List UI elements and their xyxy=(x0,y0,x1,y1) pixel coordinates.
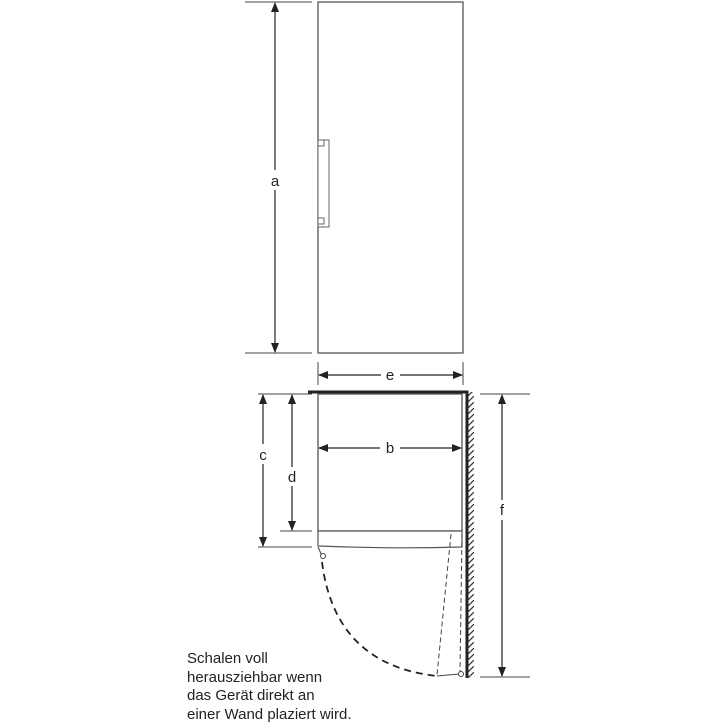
hinge-right xyxy=(459,672,464,677)
dimension-d: d xyxy=(280,395,312,531)
label-c: c xyxy=(259,447,267,464)
label-a: a xyxy=(271,173,280,190)
top-view: c d b f xyxy=(258,392,530,678)
dimension-f: f xyxy=(480,394,530,677)
note-line: einer Wand plaziert wird. xyxy=(187,706,352,724)
front-view: a e xyxy=(245,2,463,385)
label-b: b xyxy=(386,440,394,457)
note-line: das Gerät direkt an xyxy=(187,687,352,706)
hinge-left xyxy=(321,554,326,559)
open-door-outline xyxy=(437,534,451,675)
dimension-a: a xyxy=(245,2,312,353)
note-line: herausziehbar wenn xyxy=(187,669,352,688)
door-handle xyxy=(318,140,329,227)
appliance-body-top xyxy=(318,394,462,531)
door-top xyxy=(318,531,462,548)
label-e: e xyxy=(386,367,394,384)
note-line: Schalen voll xyxy=(187,650,352,669)
label-d: d xyxy=(288,469,296,486)
installation-note: Schalen voll herausziehbar wenn das Gerä… xyxy=(187,650,352,724)
appliance-front xyxy=(318,2,463,353)
dimension-c: c xyxy=(258,394,312,547)
dimension-e: e xyxy=(318,362,463,385)
label-f: f xyxy=(500,502,505,519)
